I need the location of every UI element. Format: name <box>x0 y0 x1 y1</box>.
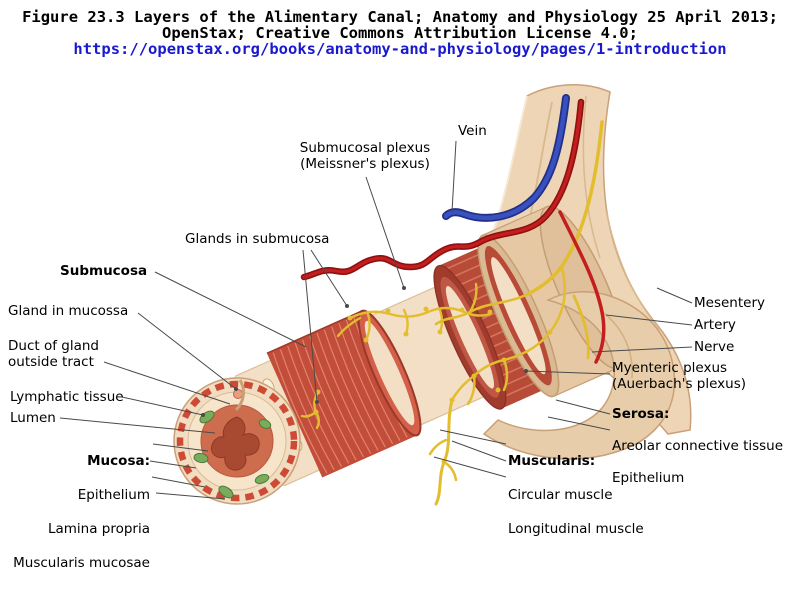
label-gland-in-mucossa: Gland in mucossa <box>8 303 129 319</box>
vein-path <box>442 94 570 222</box>
leader-lines-right <box>433 287 693 478</box>
title-line-2: OpenStax; Creative Commons Attribution L… <box>162 24 638 42</box>
label-duct-of-gland: Duct of gland outside tract <box>8 338 99 370</box>
serosa-layer <box>477 205 626 398</box>
artery-branch <box>558 210 606 364</box>
label-submucosa: Submucosa <box>60 263 148 279</box>
label-group-muscularis: Muscularis: Circular muscle Longitudinal… <box>508 436 644 555</box>
figure-title: Figure 23.3 Layers of the Alimentary Can… <box>0 9 800 57</box>
label-mucosa-muscularis-mucosae: Muscularis mucosae <box>13 555 150 571</box>
title-line-1: Figure 23.3 Layers of the Alimentary Can… <box>22 8 778 26</box>
label-submucosal-plexus: Submucosal plexus (Meissner's plexus) <box>299 140 431 172</box>
epithelium-dashed-ring <box>176 380 298 502</box>
submucosal-plexus <box>300 282 493 430</box>
label-artery: Artery <box>694 317 736 333</box>
label-lymphatic-tissue: Lymphatic tissue <box>10 389 124 405</box>
label-vein: Vein <box>458 123 487 139</box>
label-muscularis-longitudinal: Longitudinal muscle <box>508 521 644 537</box>
source-link[interactable]: https://openstax.org/books/anatomy-and-p… <box>73 40 727 58</box>
nerve-branch <box>572 294 590 360</box>
circular-muscle-cut-face <box>357 309 422 437</box>
leader-lines-left <box>59 140 457 500</box>
label-group-mucosa: Mucosa: Epithelium Lamina propria Muscul… <box>0 436 150 589</box>
leader-lines <box>59 140 693 500</box>
label-muscularis-circular: Circular muscle <box>508 487 613 503</box>
label-serosa-epithelium: Epithelium <box>612 470 685 486</box>
lumen-shape <box>210 416 260 471</box>
label-muscularis-heading: Muscularis: <box>508 453 596 469</box>
gland-duct <box>234 379 245 412</box>
label-nerve: Nerve <box>694 339 735 355</box>
gland-in-mucosa-spot <box>233 389 243 399</box>
label-mucosa-lamina-propria: Lamina propria <box>47 521 150 537</box>
myenteric-plexus <box>428 266 566 506</box>
leader-dots <box>201 286 528 417</box>
mucosa-cross-section <box>173 377 301 505</box>
label-mesentery: Mesentery <box>694 295 765 311</box>
label-mucosa-heading: Mucosa: <box>87 453 150 469</box>
lymphatic-nodules <box>193 410 272 499</box>
plexus-nodes <box>313 306 493 415</box>
artery-path <box>300 98 585 281</box>
myenteric-nodes <box>441 329 553 465</box>
label-serosa-heading: Serosa: <box>612 406 670 422</box>
label-lumen: Lumen <box>10 410 56 426</box>
label-serosa-areolar: Areolar connective tissue <box>612 438 784 454</box>
label-glands-in-submucosa: Glands in submucosa <box>185 231 330 247</box>
tube-layers <box>219 205 626 487</box>
label-myenteric-plexus: Myenteric plexus (Auerbach's plexus) <box>612 360 747 392</box>
label-mucosa-epithelium: Epithelium <box>77 487 150 503</box>
label-group-serosa: Serosa: Areolar connective tissue Epithe… <box>612 390 783 502</box>
